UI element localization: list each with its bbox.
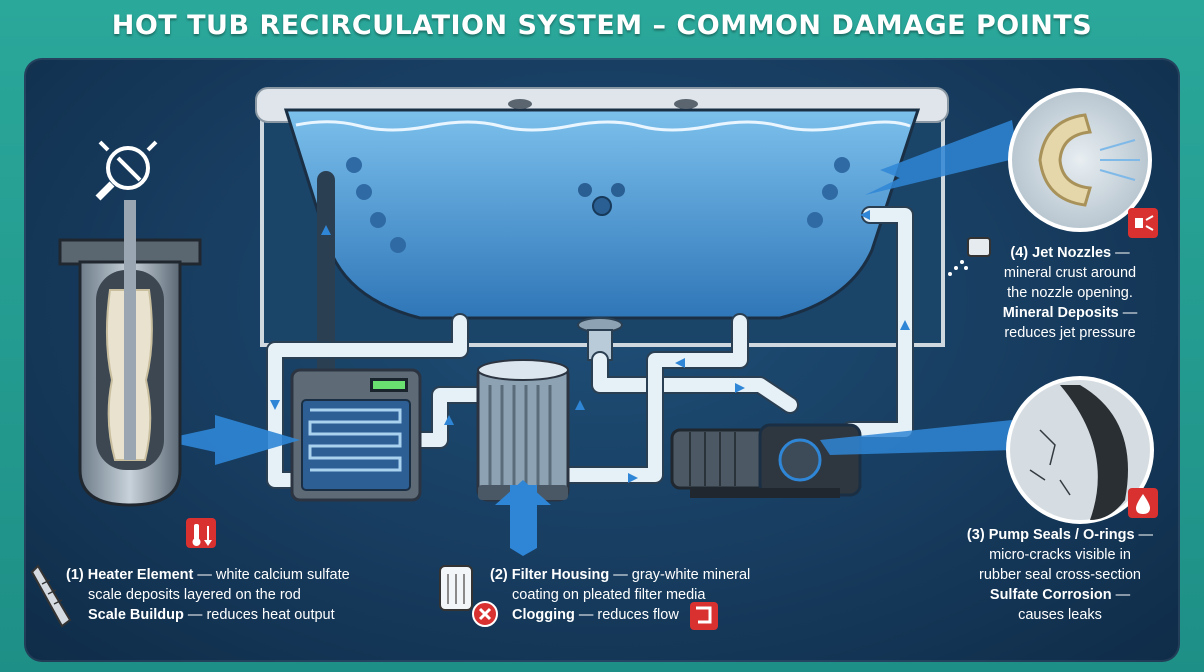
filter-clog-icon [439,565,498,627]
filter-housing [476,359,570,502]
filter-effect-name: Clogging [512,607,575,623]
filter-effect-desc: — reduces flow [574,607,679,623]
jets-effect-name: Mineral Deposits [1002,305,1119,321]
jets-callout-number: (4) [1010,245,1029,261]
heater-rod-icon [30,564,72,628]
nozzle-spray-icon [948,237,991,276]
heater-callout-desc: — white calcium sulfate [193,567,350,583]
jets-callout: (4) Jet Nozzles — mineral crust around t… [985,243,1155,343]
pump-callout-desc: — [1134,527,1154,543]
pump-effect-desc: — [1111,587,1131,603]
heater-callout-name: Heater Element [87,567,194,583]
jet-zoom-view [1008,88,1152,232]
jets-effect-desc: — [1118,305,1138,321]
jets-callout-name: Jet Nozzles [1032,245,1112,261]
heater-unit [290,368,422,502]
jets-callout-desc-2: mineral crust around [1003,265,1137,281]
heater-zoom-view [58,200,202,507]
pump-callout-desc-3: rubber seal cross-section [979,567,1141,583]
filter-callout-desc-2: coating on pleated filter media [512,587,706,603]
filter-callout-name: Filter Housing [511,567,610,583]
plumbing-pipes [266,171,914,489]
pump-callout-number: (3) [966,527,985,543]
pump-motor [670,423,862,498]
jets-callout-desc: — [1111,245,1130,261]
heater-callout-desc-2: scale deposits layered on the rod [88,587,301,603]
pipe-clog-icon [690,602,718,630]
jets-effect-desc-2: reduces jet pressure [1004,325,1136,341]
diagram-title: HOT TUB RECIRCULATION SYSTEM – COMMON DA… [111,10,1093,41]
pump-callout-desc-2: micro-cracks visible in [989,547,1131,563]
filter-callout-number: (2) [490,567,508,583]
pump-callout: (3) Pump Seals / O-rings — micro-cracks … [945,525,1175,625]
pump-effect-desc-2: causes leaks [1018,607,1102,623]
jets-callout-desc-3: the nozzle opening. [1007,285,1133,301]
heater-effect-desc: — reduces heat output [183,607,335,623]
flow-arrows [270,210,910,483]
heater-callout: (1) Heater Element — white calcium sulfa… [66,565,396,625]
pump-effect-name: Sulfate Corrosion [989,587,1112,603]
heater-callout-number: (1) [66,567,84,583]
pump-callout-name: Pump Seals / O-rings [988,527,1135,543]
magnifier-icon [95,140,158,201]
heater-effect-name: Scale Buildup [88,607,184,623]
water-drop-warning-icon [1128,488,1158,518]
tub-shell [255,87,949,361]
jet-warning-icon [1128,208,1158,238]
filter-callout: (2) Filter Housing — gray-white mineral … [490,565,790,625]
seal-zoom-view [1006,376,1154,524]
filter-callout-desc: — gray-white mineral [609,567,751,583]
callout-arrows [160,120,1018,556]
thermometer-warning-icon [186,518,216,548]
